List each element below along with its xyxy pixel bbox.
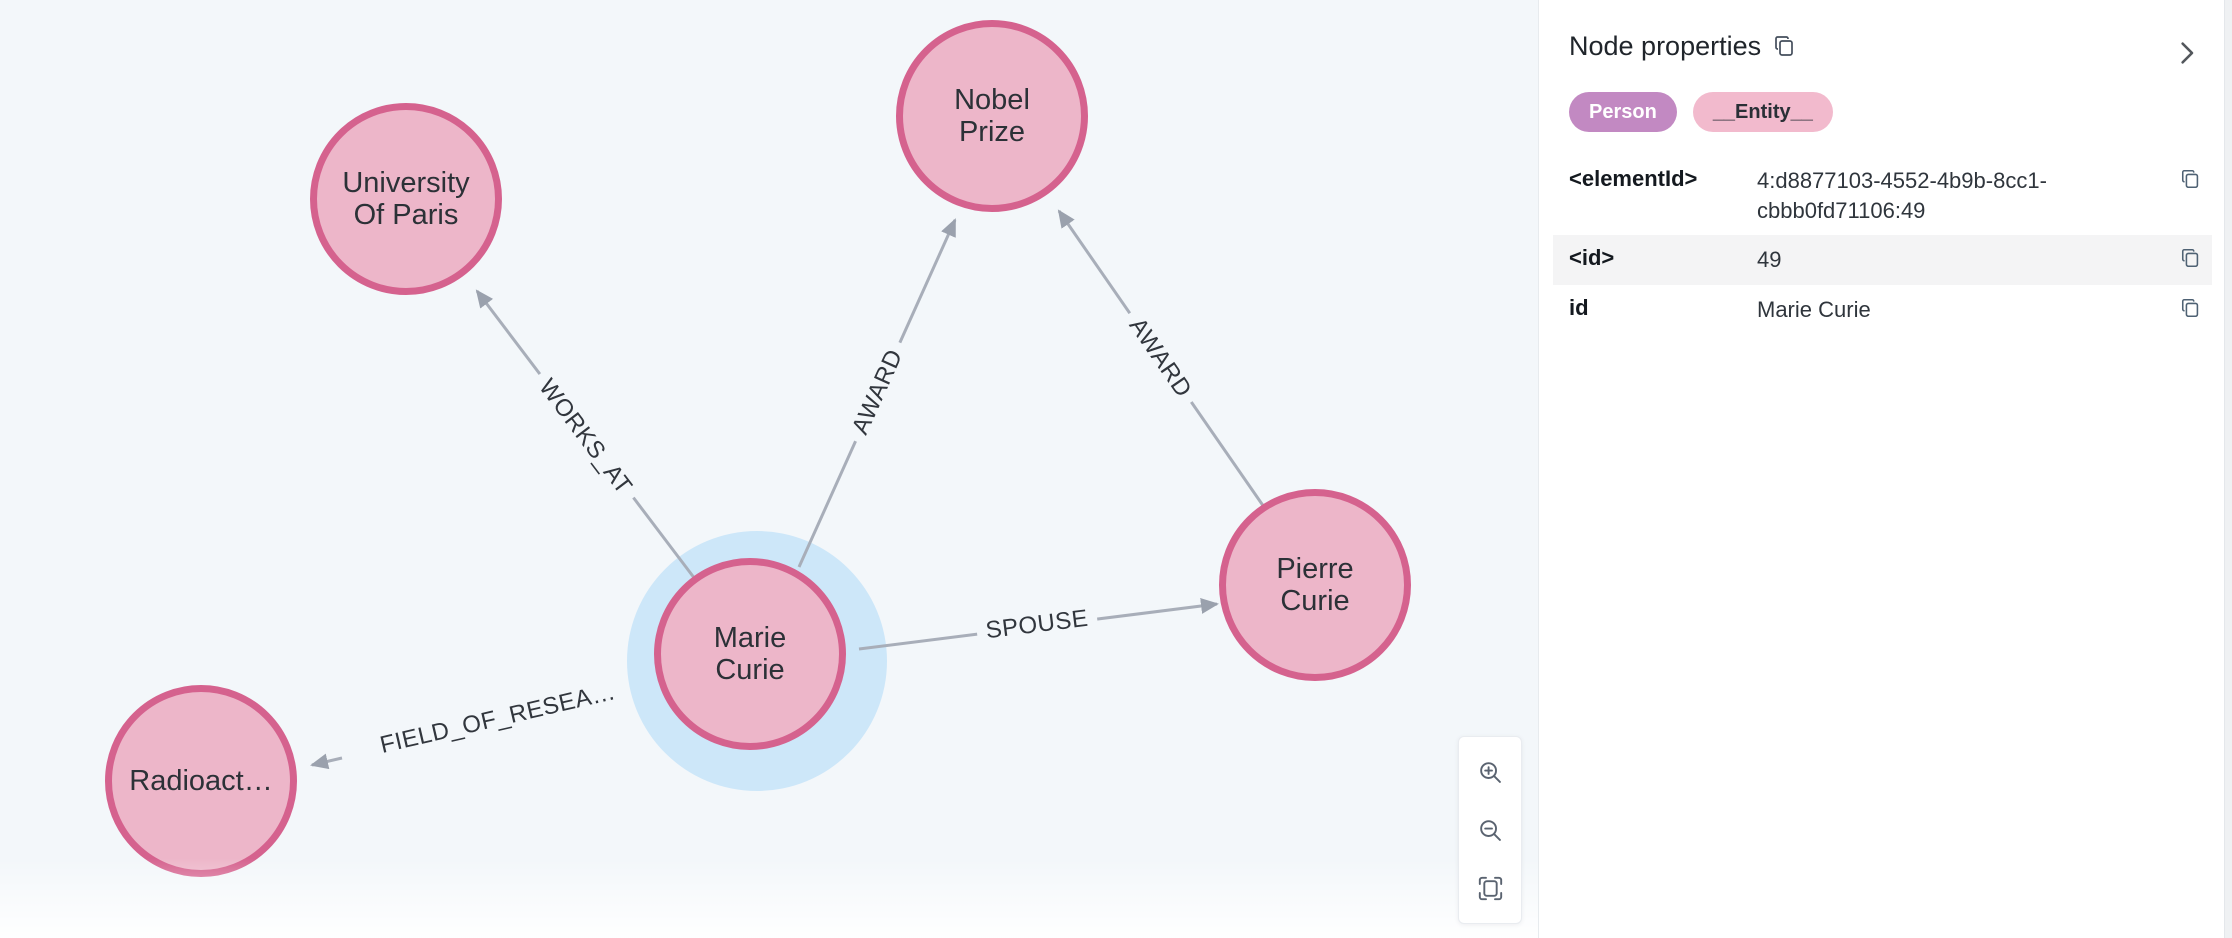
zoom-controls	[1458, 736, 1522, 924]
property-value: 49	[1757, 247, 1782, 273]
node-properties-panel: Node properties Person __Entity__ <eleme…	[1538, 0, 2232, 938]
badge-person: Person	[1569, 92, 1677, 132]
node-label: Curie	[1280, 585, 1350, 617]
panel-scrollbar[interactable]	[2224, 0, 2232, 938]
panel-title: Node properties	[1569, 30, 1762, 61]
property-row-id: id Marie Curie	[1553, 285, 2212, 335]
graph-node-radioactivity[interactable]: Radioact…	[105, 685, 297, 877]
magnifier-plus-icon	[1477, 759, 1504, 786]
node-label: Of Paris	[353, 199, 459, 231]
graph-node-marie-curie[interactable]: Marie Curie	[654, 558, 846, 750]
collapse-panel-button[interactable]	[2172, 36, 2202, 70]
graph-node-pierre-curie[interactable]: Pierre Curie	[1219, 489, 1411, 681]
badge-entity: __Entity__	[1692, 92, 1833, 132]
graph-node-university-of-paris[interactable]: University Of Paris	[310, 103, 502, 295]
property-key: id	[1569, 295, 1589, 321]
copy-icon	[2180, 246, 2202, 270]
node-label: Pierre	[1276, 552, 1354, 585]
property-row-elementid: <elementId> 4:d8877103-4552-4b9b-8cc1-cb…	[1553, 156, 2212, 235]
copy-all-properties-button[interactable]	[1773, 34, 1797, 58]
copy-icon	[1773, 34, 1797, 58]
chevron-right-icon	[2172, 36, 2202, 70]
zoom-out-button[interactable]	[1468, 808, 1512, 852]
copy-icon	[2180, 296, 2202, 320]
zoom-in-button[interactable]	[1468, 750, 1512, 794]
graph-node-nobel-prize[interactable]: Nobel Prize	[896, 20, 1088, 212]
properties-table: <elementId> 4:d8877103-4552-4b9b-8cc1-cb…	[1553, 156, 2212, 335]
node-label: Curie	[715, 654, 785, 686]
fit-to-frame-icon	[1477, 875, 1504, 902]
panel-header: Node properties	[1569, 26, 2212, 66]
magnifier-minus-icon	[1477, 817, 1504, 844]
node-label-badges: Person __Entity__	[1569, 92, 2212, 132]
copy-id-internal-button[interactable]	[2180, 245, 2202, 270]
property-row-id-internal: <id> 49	[1553, 235, 2212, 286]
node-label: University	[342, 166, 470, 199]
node-label: Nobel	[954, 83, 1030, 116]
copy-id-button[interactable]	[2180, 295, 2202, 320]
node-label: Marie	[713, 621, 787, 654]
node-label: Radioact…	[129, 764, 273, 797]
node-label: Prize	[958, 116, 1026, 148]
property-value: Marie Curie	[1757, 297, 1871, 323]
copy-elementid-button[interactable]	[2180, 166, 2202, 191]
graph-canvas[interactable]: WORKS_AT AWARD AWARD SPOUSE FIELD_OF_RES…	[0, 0, 1538, 938]
fit-to-screen-button[interactable]	[1468, 866, 1512, 910]
property-key: <elementId>	[1569, 166, 1698, 191]
property-key: <id>	[1569, 245, 1615, 271]
property-value: 4:d8877103-4552-4b9b-8cc1-cbbb0fd71106:4…	[1757, 168, 2047, 223]
copy-icon	[2180, 167, 2202, 191]
